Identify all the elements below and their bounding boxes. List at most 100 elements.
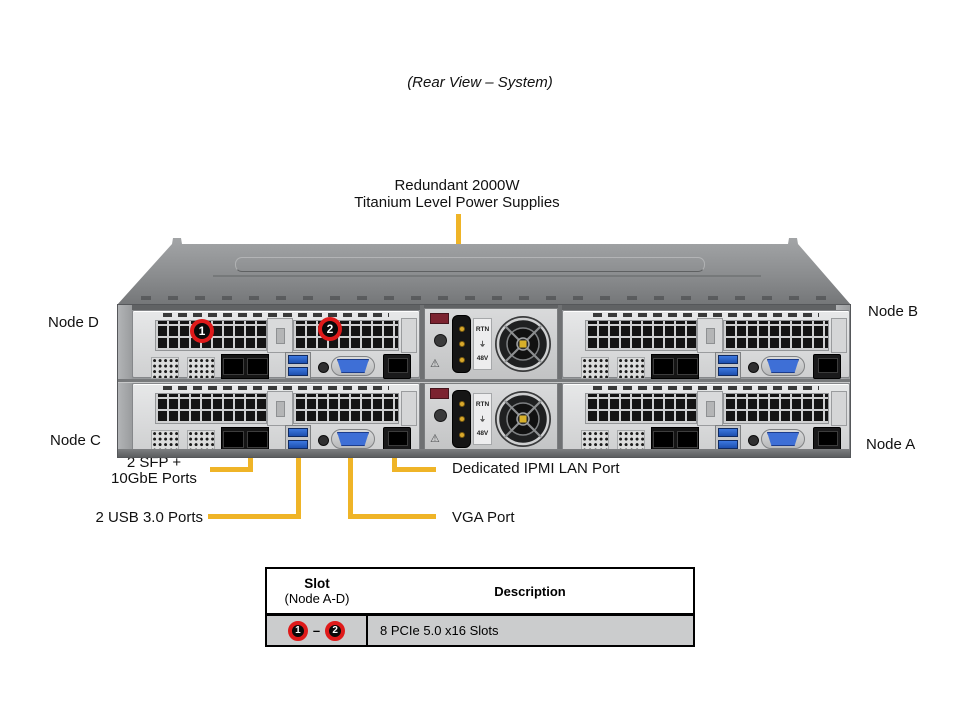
usb-port-1 — [288, 355, 308, 365]
pcie-slot-grille-1 — [155, 393, 267, 424]
pcie-slot-grille-2 — [723, 393, 829, 424]
usb-ports — [715, 352, 741, 379]
pcie-slot-grille-2 — [723, 320, 829, 351]
ipmi-callout-label: Dedicated IPMI LAN Port — [452, 460, 620, 477]
psu-label-strip: RTN ⏚ 48V — [473, 393, 492, 445]
psu-latch — [430, 388, 449, 399]
ground-icon: ⏚ — [479, 415, 486, 423]
ground-icon: ⏚ — [479, 340, 486, 348]
slot-bracket — [267, 318, 293, 353]
callout-line-usb-vertical — [296, 448, 301, 519]
connector-pin — [458, 431, 465, 438]
psu-rtn-label: RTN — [475, 326, 490, 334]
slot-range-dash: – — [312, 623, 321, 638]
slot-marker-2-icon: 2 — [325, 620, 346, 641]
psu-callout-line1: Redundant 2000W — [394, 177, 520, 194]
callout-line-sfp-horizontal — [210, 467, 253, 472]
usb-port-1 — [288, 428, 308, 438]
callout-line-vga-vertical — [348, 448, 353, 519]
slot-table: Slot (Node A-D) Description 1 – 2 8 PCIe… — [265, 567, 695, 647]
warning-icon: ⚠ — [430, 358, 440, 370]
id-button — [318, 435, 329, 446]
table-header-description: Description — [367, 568, 694, 616]
node-c-label: Node C — [50, 432, 101, 449]
psu-led — [434, 409, 447, 422]
bay-latch — [831, 318, 847, 353]
sfp-port-2 — [246, 358, 268, 375]
node-d-label: Node D — [48, 314, 99, 331]
dc-power-connector — [452, 390, 471, 448]
id-button — [318, 362, 329, 373]
psu-label-strip: RTN ⏚ 48V — [473, 318, 492, 370]
vent-holes — [151, 357, 179, 379]
lid-groove — [235, 257, 705, 272]
psu-callout-label: Redundant 2000W Titanium Level Power Sup… — [281, 177, 633, 211]
callout-line-usb-horizontal — [208, 514, 301, 519]
connector-pin — [458, 416, 465, 422]
vent-holes — [187, 430, 215, 452]
ipmi-lan-port — [383, 427, 411, 452]
sfp-callout-line2: 10GbE Ports — [111, 470, 197, 487]
usb-port-2 — [288, 366, 308, 376]
lid-seam — [213, 275, 761, 277]
connector-pin — [458, 356, 465, 363]
vga-port — [761, 429, 805, 449]
vga-port — [331, 429, 375, 449]
callout-line-ipmi-vertical — [392, 448, 397, 472]
usb-port-2 — [718, 439, 738, 449]
usb-ports — [285, 352, 311, 379]
usb-ports — [285, 425, 311, 452]
vga-connector — [337, 359, 369, 373]
sfp-ports — [221, 354, 269, 379]
sfp-port-2 — [676, 431, 698, 448]
pcie-slot-grille-1 — [585, 393, 697, 424]
sfp-port-1 — [652, 431, 674, 448]
slot-bracket — [697, 318, 723, 353]
table-header-row: Slot (Node A-D) Description — [266, 568, 694, 616]
server-chassis: 1 2 — [117, 238, 851, 458]
id-button — [748, 435, 759, 446]
psu-fan-icon — [495, 316, 551, 372]
node-a-label: Node A — [866, 436, 916, 453]
vga-callout-label: VGA Port — [452, 509, 515, 526]
connector-pin — [458, 400, 465, 407]
pcie-slot-grille-2 — [293, 393, 399, 424]
vga-port — [331, 356, 375, 376]
pcie-slot-grille-1 — [585, 320, 697, 351]
node-bay-a — [562, 383, 850, 452]
connector-pin — [458, 325, 465, 332]
bay-latch — [401, 391, 417, 426]
table-cell-description: 8 PCIe 5.0 x16 Slots — [366, 614, 694, 646]
vent-holes — [151, 430, 179, 452]
vent-dashes — [593, 313, 819, 317]
ipmi-lan-port — [383, 354, 411, 379]
rear-panel-top-edge — [118, 305, 850, 310]
usb-port-2 — [718, 366, 738, 376]
slot-bracket — [697, 391, 723, 426]
table-header-slot-title: Slot — [304, 576, 330, 591]
usb-port-1 — [718, 428, 738, 438]
sfp-callout-line1: 2 SFP + — [126, 454, 182, 471]
node-bay-c — [132, 383, 420, 452]
sfp-ports — [651, 354, 699, 379]
vga-connector — [337, 432, 369, 446]
usb-callout-label: 2 USB 3.0 Ports — [95, 509, 203, 526]
slot-marker-1-icon: 1 — [190, 319, 214, 343]
callout-line-sfp-vertical — [248, 448, 253, 472]
node-b-label: Node B — [868, 303, 919, 320]
sfp-ports — [651, 427, 699, 452]
pcie-slot-grille-2 — [293, 320, 399, 351]
usb-port-2 — [288, 439, 308, 449]
vent-dashes — [593, 386, 819, 390]
diagram-title: (Rear View – System) — [407, 74, 553, 91]
psu-fan-icon — [495, 391, 551, 447]
sfp-port-2 — [676, 358, 698, 375]
connector-pin — [458, 341, 465, 347]
psu-rtn-label: RTN — [475, 401, 490, 409]
vent-holes — [187, 357, 215, 379]
chassis-rear-panel: 1 2 — [117, 304, 851, 458]
lid-vent-dashes — [141, 296, 827, 300]
node-bay-b — [562, 310, 850, 379]
rear-panel-bottom-edge — [118, 449, 850, 457]
